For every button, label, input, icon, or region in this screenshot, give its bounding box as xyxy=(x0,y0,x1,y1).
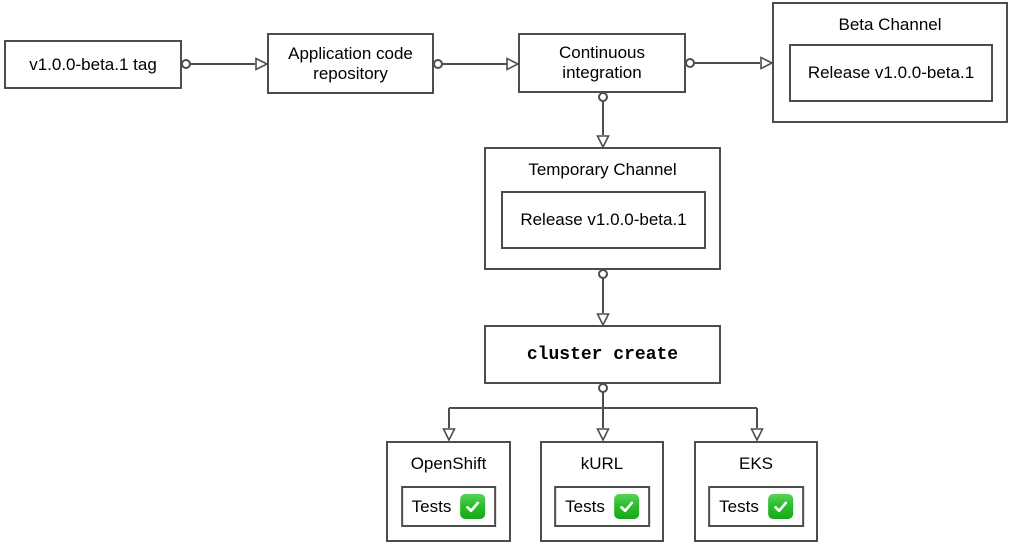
connector-ci-to-temporary-channel xyxy=(596,92,610,149)
node-temporary-channel: Temporary Channel Release v1.0.0-beta.1 xyxy=(484,147,721,270)
connector-tag-to-repo xyxy=(181,57,269,71)
kurl-tests-box: Tests xyxy=(554,486,650,527)
connector-cluster-create-to-clusters xyxy=(442,383,764,442)
cluster-create-label: cluster create xyxy=(526,344,679,365)
temporary-channel-release-label: Release v1.0.0-beta.1 xyxy=(520,210,687,229)
check-passed-icon xyxy=(767,494,793,519)
eks-tests-label: Tests xyxy=(719,496,759,516)
node-beta-channel: Beta Channel Release v1.0.0-beta.1 xyxy=(772,2,1008,123)
node-eks: EKS Tests xyxy=(694,441,818,542)
connector-temporary-channel-to-cluster-create xyxy=(596,269,610,327)
application-code-repository-label: Application code repository xyxy=(288,43,413,83)
node-cluster-create: cluster create xyxy=(484,325,721,384)
check-passed-icon xyxy=(460,494,486,519)
kurl-title: kURL xyxy=(580,454,624,473)
openshift-title: OpenShift xyxy=(410,454,487,473)
temporary-channel-title: Temporary Channel xyxy=(528,160,677,179)
openshift-tests-box: Tests xyxy=(400,486,497,527)
node-kurl: kURL Tests xyxy=(540,441,664,542)
node-version-tag: v1.0.0-beta.1 tag xyxy=(4,40,182,89)
eks-tests-box: Tests xyxy=(708,486,804,527)
beta-channel-release-label: Release v1.0.0-beta.1 xyxy=(807,63,975,82)
check-passed-icon xyxy=(613,494,639,519)
eks-title: EKS xyxy=(738,454,774,473)
node-application-code-repository: Application code repository xyxy=(267,33,434,94)
beta-channel-title: Beta Channel xyxy=(838,15,942,34)
continuous-integration-label: Continuous integration xyxy=(558,43,645,82)
node-continuous-integration: Continuous integration xyxy=(518,33,686,93)
openshift-tests-label: Tests xyxy=(411,496,452,516)
beta-channel-release-box: Release v1.0.0-beta.1 xyxy=(789,44,993,102)
node-openshift: OpenShift Tests xyxy=(386,441,511,542)
version-tag-label: v1.0.0-beta.1 tag xyxy=(29,54,157,74)
connector-ci-to-beta-channel xyxy=(685,56,774,70)
temporary-channel-release-box: Release v1.0.0-beta.1 xyxy=(501,191,706,249)
connector-repo-to-ci xyxy=(433,57,520,71)
kurl-tests-label: Tests xyxy=(565,496,605,516)
